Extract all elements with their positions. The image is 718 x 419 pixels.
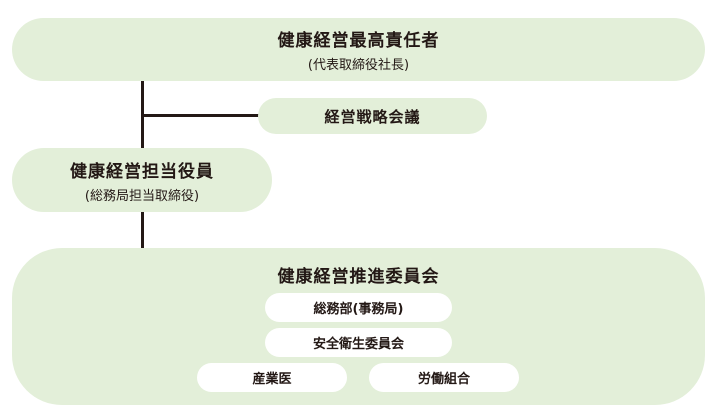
officer-sub: (総務局担当取締役) (84, 188, 200, 204)
officer-box: 健康経営担当役員 (総務局担当取締役) (12, 148, 272, 212)
strategy-meeting-box: 経営戦略会議 (258, 98, 487, 134)
member-industrial-physician: 産業医 (197, 363, 347, 392)
officer-title: 健康経営担当役員 (70, 161, 214, 182)
chief-officer-sub: (代表取締役社長) (307, 58, 410, 73)
chief-officer-box: 健康経営最高責任者 (代表取締役社長) (12, 18, 705, 81)
committee-title: 健康経営推進委員会 (277, 267, 440, 287)
strategy-meeting-title: 経営戦略会議 (324, 107, 421, 126)
connector-horizontal (141, 114, 261, 117)
committee-box: 健康経営推進委員会 (12, 248, 705, 405)
member-general-affairs: 総務部(事務局) (265, 293, 452, 322)
member-safety-committee: 安全衛生委員会 (265, 328, 452, 357)
chief-officer-title: 健康経営最高責任者 (277, 31, 440, 51)
member-labor-union: 労働組合 (369, 363, 519, 392)
